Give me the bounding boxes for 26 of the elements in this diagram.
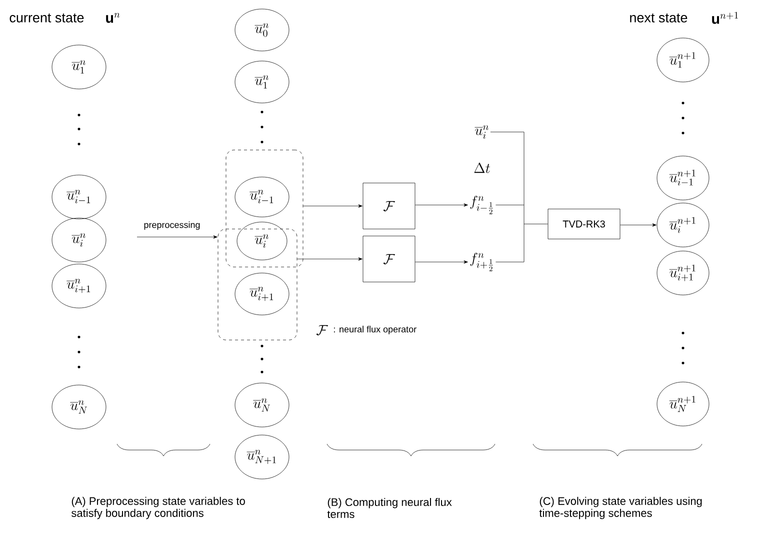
title-text: current state: [10, 14, 84, 22]
arrow: [415, 203, 468, 207]
caption-text: (A) Preprocessing state variables to satisfy boundary conditions: [72, 496, 245, 520]
title-text: $\mathbf{u}^{n}$: [106, 13, 120, 23]
bracket-connector: [490, 132, 548, 262]
flux-term: $f^{n}_{i-\frac{1}{2}}$: [470, 196, 493, 214]
title-text: $\mathbf{u}^{n+1}$: [712, 12, 738, 24]
caption-text: (B) Computing neural flux terms: [327, 498, 452, 518]
operator-box: $\mathcal{F}$: [362, 182, 416, 230]
term-label: $\Delta t$: [474, 162, 490, 174]
legend-text: : neural flux operator: [334, 326, 416, 334]
caption-text: (C) Evolving state variables using time-stepping schemes: [539, 496, 702, 520]
arrow: [620, 223, 656, 227]
arrow: [303, 204, 362, 208]
term-label: $\mathcal{F}$: [316, 325, 328, 336]
dashed-box: [218, 228, 298, 340]
edge-label: preprocessing: [142, 220, 202, 231]
flux-term: $\overline{u}^{n}_{i}$: [474, 125, 488, 139]
operator-box: TVD-RK3: [548, 208, 620, 240]
arrow: [415, 260, 468, 264]
operator-box: $\mathcal{F}$: [362, 236, 416, 282]
title-text: next state: [630, 14, 688, 22]
dashed-box: [226, 150, 304, 268]
flux-term: $f^{n}_{i+\frac{1}{2}}$: [470, 252, 493, 272]
arrow: [136, 235, 218, 239]
arrow: [297, 257, 362, 261]
